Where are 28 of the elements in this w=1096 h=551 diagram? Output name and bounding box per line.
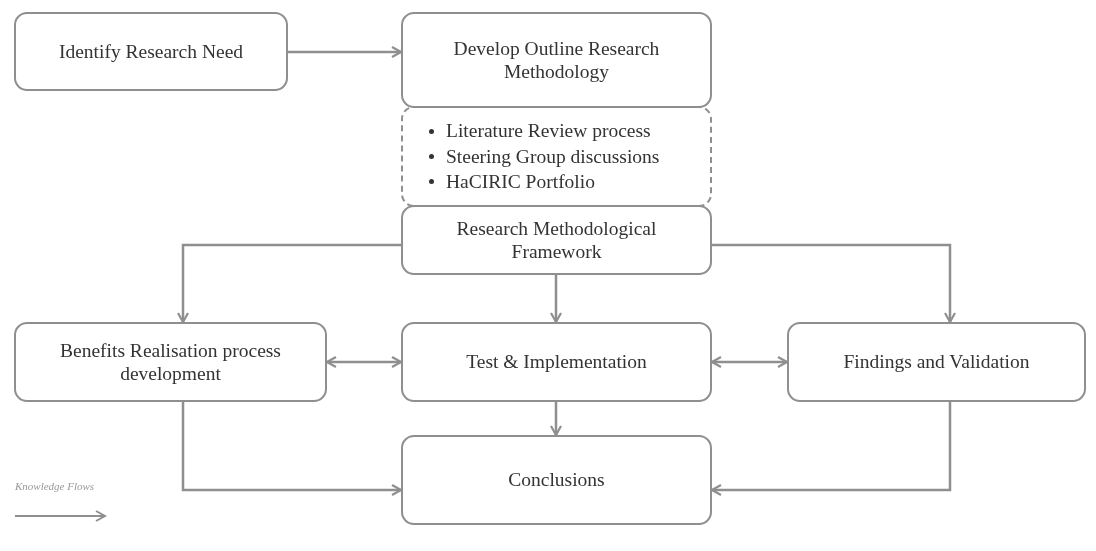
arrow xyxy=(325,355,403,369)
box-label: Benefits Realisation process development xyxy=(59,338,282,386)
process-box xyxy=(14,322,327,402)
arrow xyxy=(176,243,401,324)
process-box xyxy=(401,322,712,402)
process-box xyxy=(401,12,712,108)
list-item-text: Literature Review process xyxy=(446,119,651,143)
arrow xyxy=(710,402,952,497)
arrow xyxy=(549,275,563,324)
arrow xyxy=(549,402,563,437)
list-item-text: HaCIRIC Portfolio xyxy=(446,170,595,194)
box-label: Findings and Validation xyxy=(843,350,1030,374)
process-box xyxy=(401,435,712,525)
process-box xyxy=(787,322,1086,402)
arrow xyxy=(710,355,789,369)
box-label: Research Methodological Framework xyxy=(455,216,658,264)
process-box xyxy=(14,12,288,91)
box-label: Identify Research Need xyxy=(58,39,244,64)
list-item-text: Steering Group discussions xyxy=(446,144,660,169)
box-label: Conclusions xyxy=(508,468,605,492)
arrow xyxy=(288,45,403,59)
dashed-list-box xyxy=(401,106,712,207)
box-label: Develop Outline Research Methodology xyxy=(452,36,661,84)
arrow xyxy=(181,402,403,497)
process-box xyxy=(401,205,712,275)
arrow xyxy=(712,243,957,324)
box-label: Test & Implementation xyxy=(466,350,647,374)
legend-text: Knowledge Flows xyxy=(15,480,95,492)
